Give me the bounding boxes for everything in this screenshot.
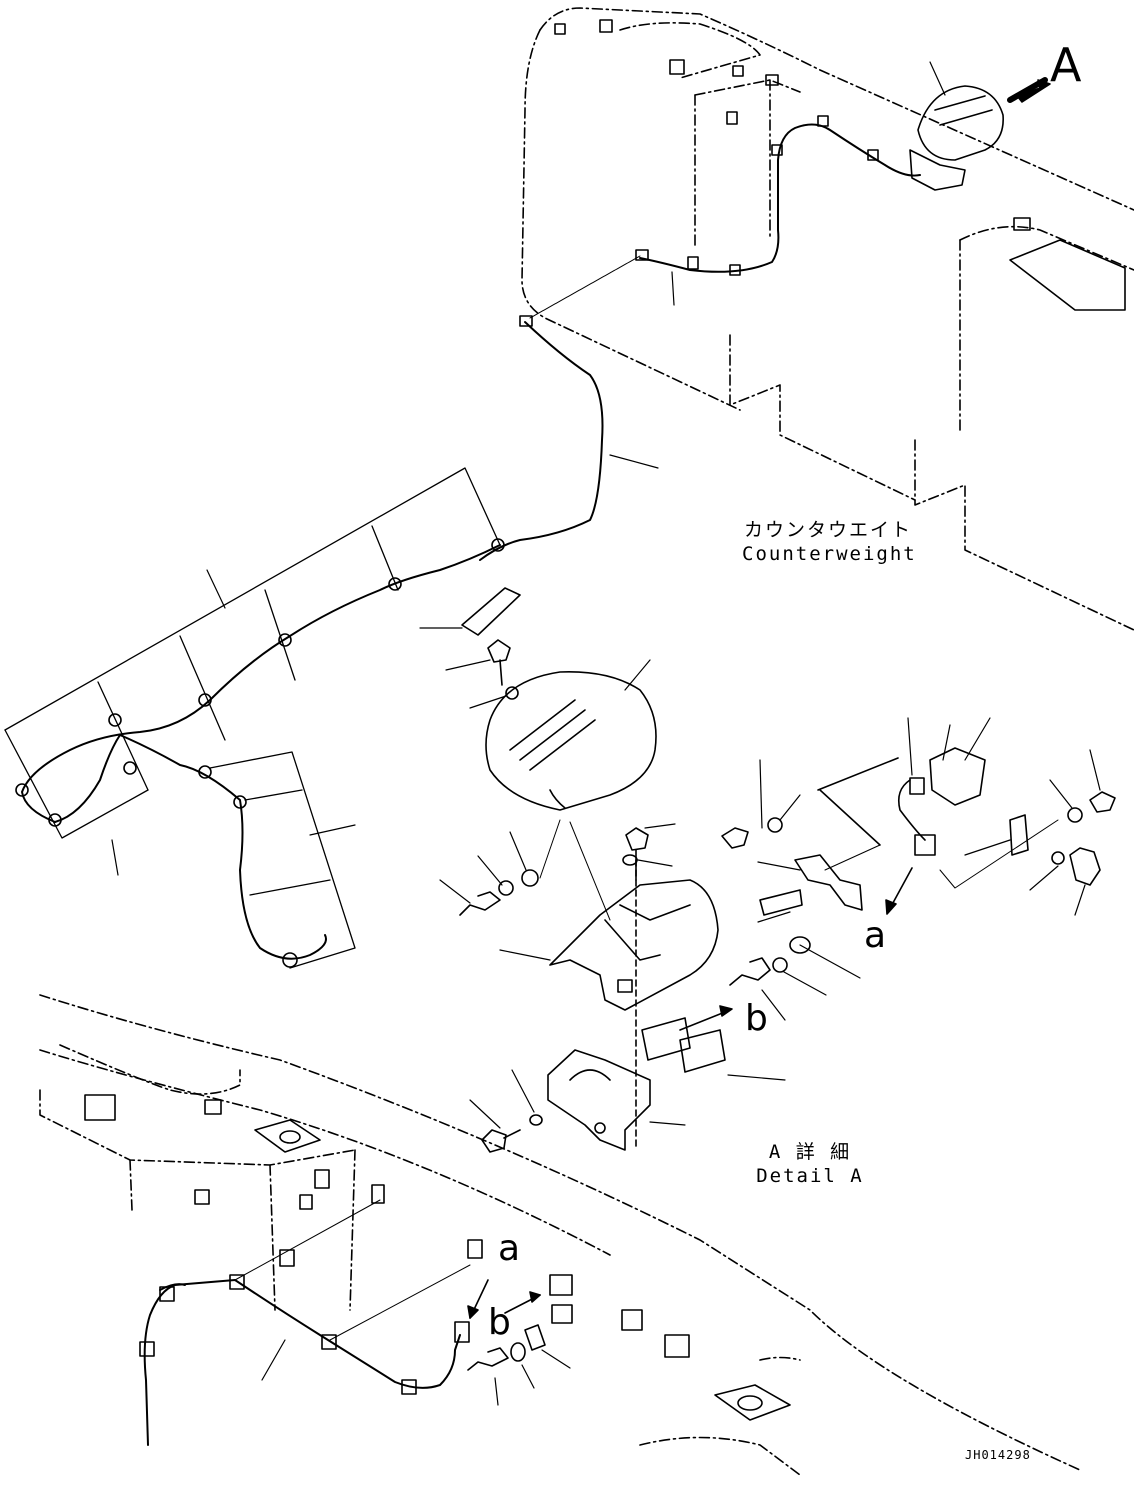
machine-body-fixtures <box>85 1095 790 1420</box>
machine-bolts <box>468 1325 545 1370</box>
detail-a-caption: A 詳 細 Detail A <box>750 1140 870 1188</box>
wire-connector-unit <box>899 748 1028 855</box>
rubber-pads <box>642 890 802 1072</box>
bolts-and-washers-right <box>460 792 1115 985</box>
bolt-top-cover <box>488 640 518 699</box>
counterweight-details <box>555 20 1125 310</box>
counterweight-label-jp: カウンタウエイト <box>743 519 912 541</box>
counterweight-outline <box>522 8 1134 630</box>
counterweight-label-en: Counterweight <box>742 543 917 565</box>
fender-harness-panels <box>5 468 500 968</box>
arrow-a-detail-label: a <box>864 915 887 956</box>
arrow-b-detail-label: b <box>745 998 768 1039</box>
arrow-a-machine-label: a <box>498 1228 521 1269</box>
rear-lamp-on-counterweight <box>910 86 1003 190</box>
lamp-bracket <box>550 860 718 1150</box>
drawing-number: JH014298 <box>965 1448 1031 1462</box>
machine-body-outline <box>40 995 1080 1475</box>
drawing-arrows <box>468 868 912 1318</box>
machine-harness-clips <box>140 1275 469 1394</box>
bolt-base <box>482 1115 542 1152</box>
machine-harness <box>145 1280 460 1445</box>
mirror-side-bracket <box>795 758 898 910</box>
assembly-guide-lines <box>540 820 1058 920</box>
lamp-base-mount <box>548 1050 650 1150</box>
harness-clips-counterweight <box>520 116 878 326</box>
detail-a-label-en: Detail A <box>756 1165 864 1187</box>
leader-lines <box>112 62 1100 1405</box>
view-a-label: A <box>1050 38 1082 92</box>
fender-harness <box>22 545 500 959</box>
counterweight-caption: カウンタウエイト Counterweight <box>742 518 917 566</box>
guard-strip <box>462 588 520 635</box>
machine-guide-lines <box>235 1200 470 1340</box>
bolt-bracket-top <box>623 828 648 880</box>
lamp-cover <box>486 672 656 810</box>
view-a-arrow <box>1008 80 1050 102</box>
detail-a-label-jp: A 詳 細 <box>768 1141 852 1163</box>
fender-harness-clips <box>16 539 504 967</box>
counterweight-harness <box>480 124 920 560</box>
arrow-b-machine-label: b <box>488 1302 511 1343</box>
